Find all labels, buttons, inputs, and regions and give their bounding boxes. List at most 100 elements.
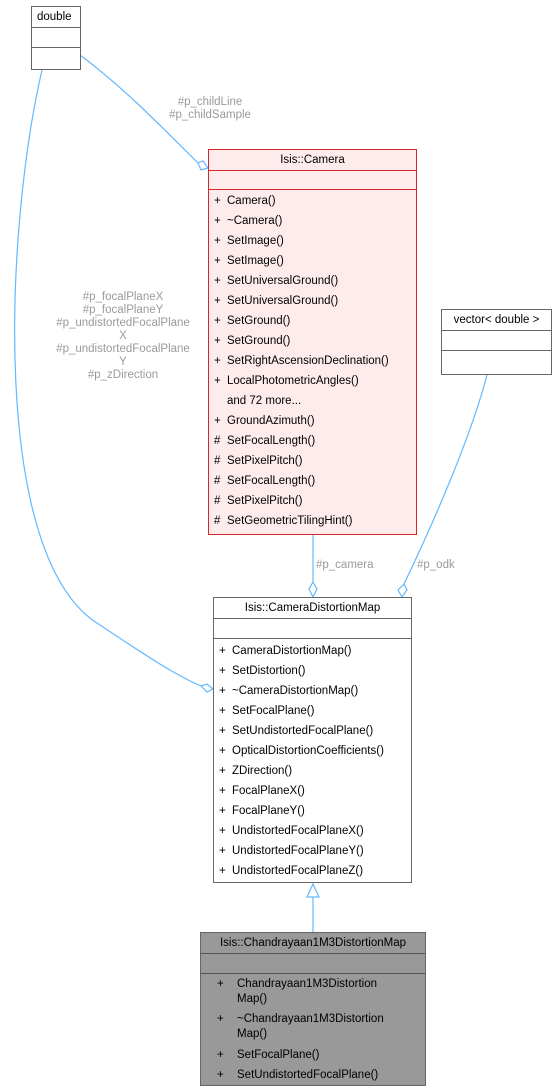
member-row[interactable]: + UndistortedFocalPlaneY() [214, 841, 411, 861]
visibility-marker: + [219, 665, 226, 677]
edge-label-focal-line: #p_undistortedFocalPlane [56, 317, 190, 329]
visibility-marker: + [219, 825, 226, 837]
edge-double-camera [79, 54, 199, 164]
member-name: UndistortedFocalPlaneY() [232, 845, 364, 857]
member-row[interactable]: + CameraDistortionMap() [214, 641, 411, 661]
member-name: SetUniversalGround() [227, 275, 339, 287]
member-row[interactable]: + ZDirection() [214, 761, 411, 781]
diamond-distortion-camera [308, 580, 318, 599]
visibility-marker: + [219, 805, 226, 817]
member-name: LocalPhotometricAngles() [227, 375, 359, 387]
visibility-marker: # [214, 475, 221, 487]
member-row[interactable]: +SetUndistortedFocalPlane() [214, 721, 411, 741]
member-name: FocalPlaneX() [232, 785, 305, 797]
visibility-marker: # [214, 455, 221, 467]
member-row[interactable]: + SetGround() [209, 331, 416, 351]
class-title: Isis::CameraDistortionMap [244, 602, 381, 614]
member-row[interactable]: # SetFocalLength() [209, 471, 416, 491]
member-row[interactable]: +UndistortedFocalPlaneZ() [214, 861, 411, 881]
member-row[interactable]: +GroundAzimuth() [209, 411, 416, 431]
visibility-marker: + [214, 375, 221, 387]
visibility-marker: + [219, 765, 226, 777]
member-name: SetImage() [227, 235, 284, 247]
member-row[interactable]: +SetFocalPlane() [201, 1045, 425, 1065]
member-row[interactable]: +Camera() [209, 191, 416, 211]
methods-section: +CameraDistortionMap() +SetDistortion() … [214, 638, 411, 881]
member-name: SetFocalLength() [227, 475, 316, 487]
member-row[interactable]: +SetUniversalGround() [209, 291, 416, 311]
member-name: ~CameraDistortionMap() [232, 685, 359, 697]
member-name: and 72 more... [227, 395, 302, 407]
visibility-marker: + [214, 275, 221, 287]
member-name: Chandrayaan1M3Distortion Map() [237, 977, 377, 1007]
edge-label-focal-line: Y [119, 356, 127, 368]
member-name: CameraDistortionMap() [232, 645, 352, 657]
methods-section [32, 47, 80, 67]
member-name: SetPixelPitch() [227, 495, 303, 507]
member-row[interactable]: +UndistortedFocalPlaneX() [214, 821, 411, 841]
visibility-marker: # [214, 515, 221, 527]
visibility-marker: + [219, 645, 226, 657]
member-row[interactable]: +SetDistortion() [214, 661, 411, 681]
class-title: vector< double > [453, 314, 540, 326]
edge-double-distortion [14, 69, 202, 687]
member-name: ~Camera() [227, 215, 283, 227]
member-name: SetGround() [227, 335, 291, 347]
member-row[interactable]: # SetPixelPitch() [209, 451, 416, 471]
member-name: ~Chandrayaan1M3Distortion Map() [237, 1012, 384, 1042]
member-row[interactable]: #SetGeometricTilingHint() [209, 511, 416, 531]
visibility-marker: + [219, 845, 226, 857]
attributes-section [442, 330, 551, 350]
class-title: Isis::Chandrayaan1M3DistortionMap [219, 937, 406, 949]
member-row[interactable]: +~CameraDistortionMap() [214, 681, 411, 701]
member-row[interactable]: + LocalPhotometricAngles() [209, 371, 416, 391]
member-name: ZDirection() [232, 765, 293, 777]
attributes-section [32, 27, 80, 47]
visibility-marker: + [214, 215, 221, 227]
member-name: SetGround() [227, 315, 291, 327]
member-name: UndistortedFocalPlaneZ() [232, 865, 364, 877]
edge-label-focal: #p_focalPlaneX #p_focalPlaneY #p_undisto… [38, 291, 208, 382]
member-row[interactable]: + ~Chandrayaan1M3Distortion Map() [201, 1010, 425, 1045]
visibility-marker: + [214, 235, 221, 247]
more-members-link[interactable]: and 72 more... [209, 391, 416, 411]
visibility-marker: + [219, 725, 226, 737]
member-row[interactable]: +SetRightAscensionDeclination() [209, 351, 416, 371]
visibility-marker: + [217, 978, 224, 990]
member-row[interactable]: + SetUniversalGround() [209, 271, 416, 291]
member-row[interactable]: #SetFocalLength() [209, 431, 416, 451]
visibility-marker: + [217, 1013, 224, 1025]
visibility-marker: # [214, 435, 221, 447]
member-row[interactable]: + FocalPlaneX() [214, 781, 411, 801]
member-row[interactable]: + SetFocalPlane() [214, 701, 411, 721]
class-box-double[interactable]: double [31, 6, 81, 70]
visibility-marker: + [214, 315, 221, 327]
visibility-marker: + [214, 195, 221, 207]
member-name: SetFocalPlane() [232, 705, 315, 717]
edge-label-focal-line: #p_zDirection [87, 369, 159, 381]
class-box-camera-distortion-map[interactable]: Isis::CameraDistortionMap + CameraDistort… [213, 597, 412, 883]
edge-vector-distortion [403, 374, 488, 585]
class-box-vector[interactable]: vector< double > [441, 309, 552, 375]
edge-label-child-line: #p_childLine [177, 96, 243, 108]
member-row[interactable]: + ~Camera() [209, 211, 416, 231]
member-name: SetUniversalGround() [227, 295, 339, 307]
member-row[interactable]: #SetPixelPitch() [209, 491, 416, 511]
member-name: SetPixelPitch() [227, 455, 303, 467]
member-row[interactable]: + SetGround() [209, 311, 416, 331]
visibility-marker: + [219, 705, 226, 717]
inheritance-arrowhead [306, 882, 320, 898]
class-box-camera[interactable]: Isis::Camera +Camera() +~Camera() +SetIm… [208, 149, 417, 535]
member-row[interactable]: +FocalPlaneY() [214, 801, 411, 821]
visibility-marker: + [214, 335, 221, 347]
member-row[interactable]: +OpticalDistortionCoefficients() [214, 741, 411, 761]
edge-label-focal-line: #p_focalPlaneX [82, 291, 164, 303]
member-row[interactable]: +SetUndistortedFocalPlane() [201, 1065, 425, 1085]
member-row[interactable]: + SetImage() [209, 231, 416, 251]
member-row[interactable]: + Chandrayaan1M3Distortion Map() [201, 975, 425, 1010]
member-row[interactable]: +SetImage() [209, 251, 416, 271]
class-box-chandrayaan1m3-distortion-map[interactable]: Isis::Chandrayaan1M3DistortionMap + Chan… [200, 932, 426, 1086]
class-title: double [37, 11, 72, 23]
visibility-marker: + [219, 785, 226, 797]
